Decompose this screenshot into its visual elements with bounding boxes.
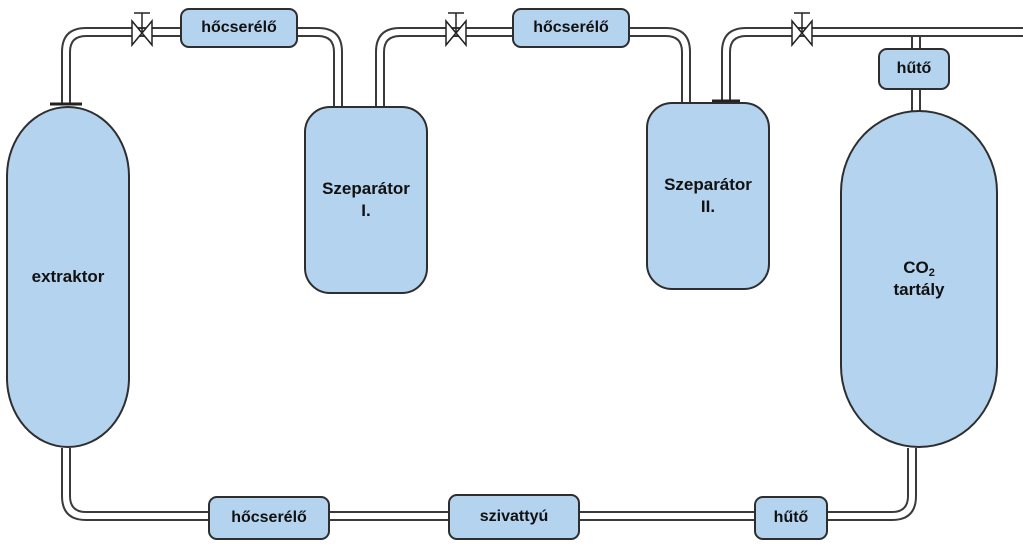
separator1-vessel: Szeparátor I.: [304, 106, 428, 294]
valve-1: [131, 12, 153, 48]
cooler-bottom-label: hűtő: [773, 509, 809, 526]
co2-tank-label-co: CO: [903, 258, 929, 277]
valve-2: [445, 12, 467, 48]
cooler-top: hűtő: [878, 48, 950, 90]
heat-exchanger-top-1: hőcserélő: [180, 8, 298, 48]
cooler-top-label: hűtő: [896, 60, 932, 77]
co2-tank-label-subscript: 2: [928, 267, 935, 279]
heat-exchanger-bottom: hőcserélő: [208, 496, 330, 540]
cooler-bottom: hűtő: [754, 496, 828, 540]
co2-tank-label-line1: CO2: [903, 257, 935, 279]
heat-exchanger-top-2-label: hőcserélő: [533, 19, 609, 36]
extractor-vessel: extraktor: [6, 106, 130, 448]
co2-tank-label-line2: tartály: [893, 280, 945, 299]
co2-tank-vessel: CO2 tartály: [840, 110, 998, 448]
separator2-vessel: Szeparátor II.: [646, 102, 770, 290]
separator1-label-line1: Szeparátor: [322, 179, 410, 198]
heat-exchanger-top-2: hőcserélő: [512, 8, 630, 48]
separator1-label-line2: I.: [361, 201, 371, 220]
heat-exchanger-top-1-label: hőcserélő: [201, 19, 277, 36]
separator2-label-line1: Szeparátor: [664, 175, 752, 194]
pipe-separator2-outlet-outer: [721, 27, 1023, 100]
heat-exchanger-bottom-label: hőcserélő: [231, 509, 307, 526]
extractor-label: extraktor: [31, 267, 105, 286]
pump: szivattyú: [448, 494, 580, 540]
separator2-label-line2: II.: [700, 197, 716, 216]
pipe-separator2-outlet-inner: [729, 35, 1023, 100]
valve-3: [791, 12, 813, 48]
pump-label: szivattyú: [479, 508, 549, 525]
